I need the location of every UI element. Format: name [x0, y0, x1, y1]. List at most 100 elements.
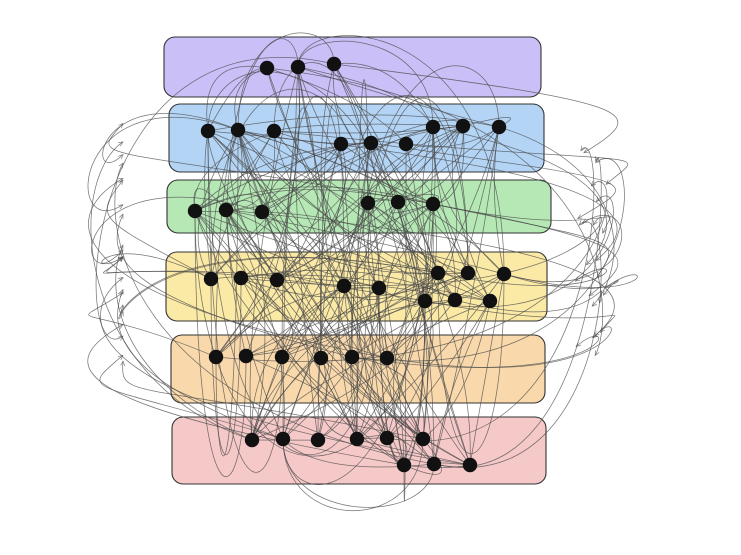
loop-edge-right	[370, 142, 616, 219]
graph-edge	[455, 126, 500, 300]
graph-node	[244, 432, 260, 448]
graph-node	[200, 123, 216, 139]
graph-edge	[393, 272, 439, 465]
graph-edge	[238, 130, 353, 358]
graph-edge	[385, 203, 434, 358]
graph-node	[274, 349, 290, 365]
arc-edge-bottom	[367, 202, 425, 460]
graph-node	[269, 272, 285, 288]
graph-edge	[282, 125, 464, 357]
graph-node	[379, 350, 395, 366]
loop-edge-left	[123, 361, 424, 440]
graph-node	[496, 266, 512, 282]
graph-edge	[207, 130, 344, 286]
graph-edge	[225, 209, 287, 280]
graph-edge	[321, 287, 380, 358]
graph-edge	[241, 278, 405, 466]
edge-group	[87, 32, 638, 511]
graph-edge	[320, 357, 470, 465]
graph-edge	[387, 126, 500, 358]
graph-edge	[387, 300, 491, 438]
loop-edge-left	[100, 277, 471, 466]
graph-edge	[432, 126, 468, 273]
graph-edge	[406, 126, 500, 148]
loop-edge-right	[432, 126, 607, 265]
graph-edge	[350, 202, 369, 439]
graph-edge	[194, 210, 387, 358]
graph-node	[462, 457, 478, 473]
loop-edge-right	[432, 203, 619, 296]
graph-edge	[245, 67, 299, 357]
loop-edge-left	[106, 180, 212, 280]
arc-edge-top	[297, 35, 504, 274]
graph-edge	[282, 299, 456, 357]
graph-edge	[298, 67, 388, 439]
loop-edge-right	[503, 273, 619, 295]
loop-edge-left	[121, 256, 439, 313]
node-group	[187, 56, 512, 473]
graph-node	[238, 348, 254, 364]
graph-node	[363, 135, 379, 151]
graph-node	[482, 293, 498, 309]
graph-edge	[195, 125, 464, 211]
graph-edge	[207, 65, 268, 131]
graph-node	[455, 118, 471, 134]
graph-node	[425, 119, 441, 135]
arc-edge-bottom	[282, 127, 433, 485]
graph-node	[491, 119, 507, 135]
graph-node	[425, 196, 441, 212]
loop-edge-left	[116, 214, 353, 358]
arc-edge-top	[282, 95, 353, 357]
graph-node	[430, 265, 446, 281]
graph-edge	[432, 203, 455, 300]
loop-edge-left	[91, 196, 263, 265]
graph-edge	[266, 67, 379, 288]
arc-edge-top	[237, 32, 334, 131]
graph-edge	[216, 287, 380, 357]
graph-node	[415, 431, 431, 447]
graph-edge	[226, 129, 283, 439]
graph-edge	[251, 301, 490, 441]
graph-edge	[261, 211, 468, 274]
graph-node	[259, 60, 275, 76]
loop-edge-right	[225, 209, 615, 338]
graph-node	[333, 136, 349, 152]
graph-edge	[194, 210, 379, 288]
loop-edge-right	[207, 130, 618, 261]
loop-edge-left	[88, 178, 388, 359]
graph-node	[379, 430, 395, 446]
graph-edge	[252, 299, 456, 440]
graph-edge	[204, 131, 212, 280]
arc-edge-bottom	[404, 144, 406, 502]
graph-edge	[297, 66, 499, 127]
arc-edge-bottom	[437, 272, 504, 455]
arc-edge-top	[317, 95, 468, 441]
graph-edge	[277, 203, 434, 280]
loop-edge-right	[503, 215, 623, 282]
graph-edge	[351, 357, 471, 466]
arc-edge-top	[351, 65, 499, 358]
graph-edge	[378, 127, 499, 289]
arc-edge-top	[211, 88, 380, 289]
graph-node	[218, 202, 234, 218]
graph-edge	[283, 201, 399, 439]
graph-node	[360, 195, 376, 211]
graph-node	[275, 431, 291, 447]
loop-edge-left	[95, 57, 335, 339]
graph-node	[254, 204, 270, 220]
graph-edge	[215, 144, 341, 358]
graph-edge	[493, 126, 504, 274]
graph-edge	[252, 142, 372, 440]
graph-edge	[404, 438, 442, 475]
arc-edge-bottom	[194, 210, 246, 477]
graph-node	[426, 456, 442, 472]
loop-edge-right	[351, 335, 600, 368]
graph-edge	[225, 209, 434, 464]
graph-edge	[333, 62, 433, 127]
graph-node	[290, 59, 306, 75]
graph-node	[396, 457, 412, 473]
graph-node	[187, 203, 203, 219]
arc-edge-top	[321, 103, 345, 358]
loop-edge-right	[498, 126, 615, 306]
